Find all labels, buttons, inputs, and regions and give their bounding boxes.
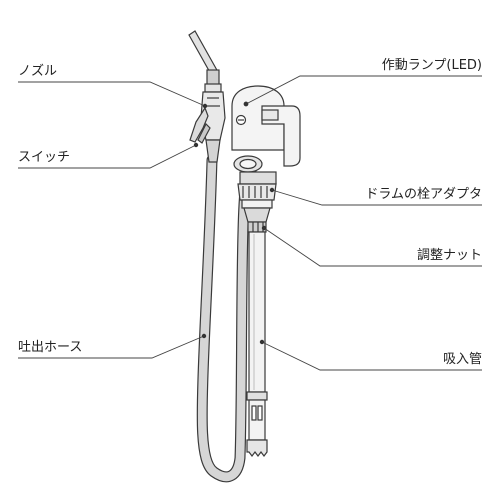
leader-drum-adapter — [271, 189, 482, 206]
leader-suction-pipe — [261, 341, 482, 371]
suction-pipe — [246, 231, 268, 457]
label-suction-pipe: 吸入管 — [443, 352, 482, 367]
leader-discharge-hose-dot — [201, 333, 207, 339]
leader-led — [245, 75, 482, 105]
leader-drum-adapter-dot — [269, 187, 275, 193]
leader-discharge-hose — [18, 335, 205, 359]
discharge-hose — [196, 154, 258, 483]
label-nozzle: ノズル — [18, 63, 57, 79]
motor-body — [231, 85, 301, 185]
label-led: 作動ランプ(LED) — [382, 58, 482, 73]
leader-lines — [18, 75, 482, 371]
drum-plug-adapter — [237, 183, 277, 223]
leader-switch — [18, 144, 197, 169]
part-labels: ノズル スイッチ 吐出ホース 作動ランプ(LED) ドラムの栓アダプタ 調整ナッ… — [18, 58, 482, 367]
switch — [189, 106, 211, 144]
label-drum-adapter: ドラムの栓アダプタ — [365, 187, 482, 202]
leader-led-dot — [243, 101, 249, 107]
leader-adjust-nut — [263, 227, 482, 267]
label-adjust-nut: 調整ナット — [417, 248, 482, 263]
label-discharge-hose: 吐出ホース — [18, 340, 82, 355]
leader-switch-dot — [193, 142, 199, 148]
label-switch: スイッチ — [18, 150, 70, 165]
leader-nozzle — [18, 81, 206, 107]
leader-adjust-nut-dot — [261, 225, 267, 231]
leader-suction-pipe-dot — [259, 339, 265, 345]
leader-nozzle-dot — [202, 103, 208, 109]
